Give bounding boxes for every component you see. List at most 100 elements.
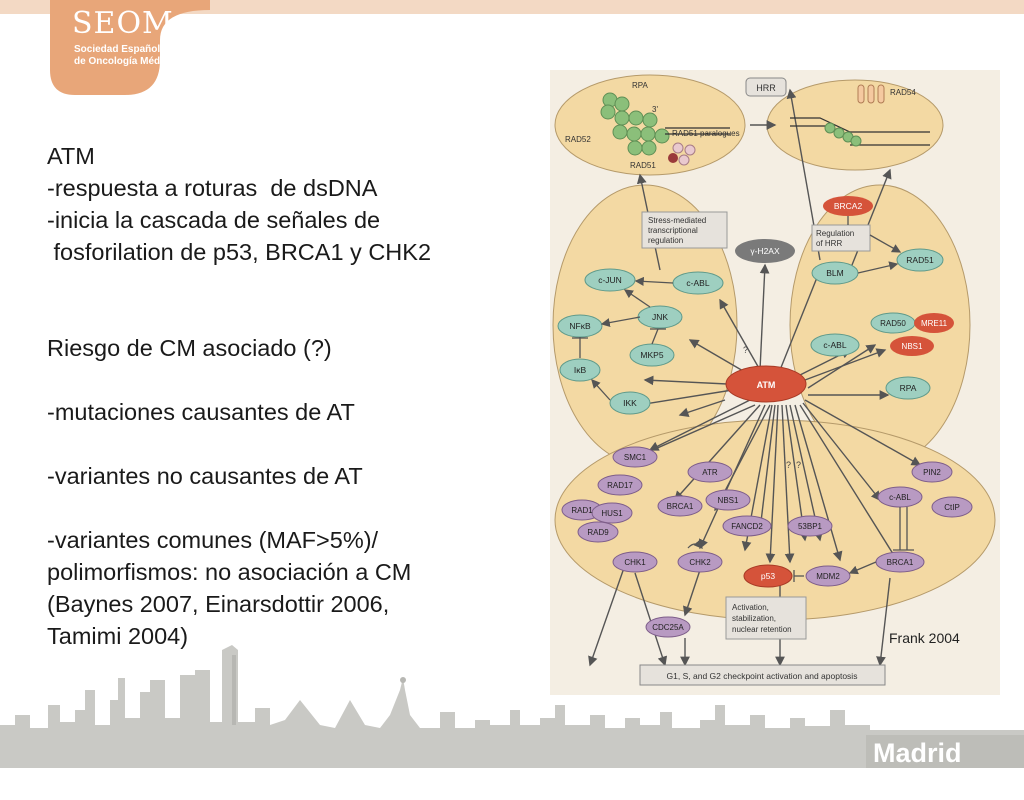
rad9-label: RAD9 xyxy=(587,528,609,537)
text-line: -variantes no causantes de AT xyxy=(47,463,363,489)
logo-subtitle: Sociedad Española de Oncología Médica xyxy=(74,44,175,67)
brca1-left-label: BRCA1 xyxy=(667,502,694,511)
question-mark: ? xyxy=(743,345,748,355)
purple-nodes xyxy=(561,446,973,638)
text-line: ATM xyxy=(47,143,95,169)
cabl-bottom-label: c-ABL xyxy=(889,493,911,502)
rad52-label: RAD52 xyxy=(565,135,591,144)
cdc25a-label: CDC25A xyxy=(652,623,684,632)
rad51-top-label: RAD51 xyxy=(630,161,656,170)
chk2-label: CHK2 xyxy=(689,558,711,567)
regulation-box xyxy=(811,224,871,252)
p53-label: p53 xyxy=(761,571,775,581)
rad50-label: RAD50 xyxy=(880,319,906,328)
cabl-right-label: c-ABL xyxy=(823,340,846,350)
header-band xyxy=(0,0,1024,14)
activation-line: stabilization, xyxy=(732,614,776,623)
rpa-label: RPA xyxy=(632,81,649,90)
jnk-label: JNK xyxy=(652,312,668,322)
teal-nodes xyxy=(557,248,944,415)
smc1-label: SMC1 xyxy=(624,453,647,462)
stress-box-line: regulation xyxy=(648,236,683,245)
hrr-label-box xyxy=(745,77,787,97)
text-line: -inicia la cascada de señales de xyxy=(47,207,381,233)
inhibit-lines xyxy=(572,216,902,401)
city-caption: Madrid 2010 xyxy=(873,738,1024,800)
brca2-node xyxy=(823,196,873,216)
nfkb-label: NFκB xyxy=(569,321,591,331)
brca1-right-label: BRCA1 xyxy=(887,558,914,567)
madrid-skyline xyxy=(0,645,1024,768)
text-line: -mutaciones causantes de AT xyxy=(47,399,355,425)
regulation-line: of HRR xyxy=(816,239,842,248)
nbs1-top-label: NBS1 xyxy=(902,342,923,351)
atm-pathway-diagram: HRR RPA 3' RAD52 RAD51 RAD51 paralogues … xyxy=(550,70,1000,695)
text-line: polimorfismos: no asociación a CM xyxy=(47,559,412,585)
stress-box xyxy=(641,211,728,249)
bottom-links xyxy=(687,507,914,582)
nbs1-top-node xyxy=(890,336,934,356)
rad51-paralogues-label: RAD51 paralogues xyxy=(672,129,740,138)
right-beads xyxy=(824,122,862,147)
text-line: (Baynes 2007, Einarsdottir 2006, xyxy=(47,591,390,617)
fancd2-label: FANCD2 xyxy=(731,522,763,531)
rpa-right-label: RPA xyxy=(900,383,917,393)
text-line: Tamimi 2004) xyxy=(47,623,189,649)
chk1-label: CHK1 xyxy=(624,558,646,567)
atm-arrows xyxy=(588,88,922,667)
atm-node xyxy=(725,365,807,403)
blm-label: BLM xyxy=(826,268,843,278)
text-line: -variantes comunes (MAF>5%)/ xyxy=(47,527,379,553)
logo-tab-shape xyxy=(50,0,210,95)
figure-credit: Frank 2004 xyxy=(889,630,960,646)
dna-strand-left xyxy=(665,127,730,135)
three-prime-label: 3' xyxy=(652,105,658,114)
cjun-label: c-JUN xyxy=(598,275,622,285)
ctip-label: CtIP xyxy=(944,503,960,512)
stress-box-line: Stress-mediated xyxy=(648,216,706,225)
text-line: fosforilation de p53, BRCA1 y CHK2 xyxy=(47,239,432,265)
hrr-label: HRR xyxy=(756,83,776,93)
mkp5-label: MKP5 xyxy=(640,350,663,360)
rad51-label: RAD51 xyxy=(906,255,934,265)
mre11-node xyxy=(914,313,954,333)
activation-box xyxy=(725,596,807,640)
checkpoint-box xyxy=(639,664,886,686)
rad1-label: RAD1 xyxy=(571,506,593,515)
logo-title: SEOM xyxy=(72,6,174,41)
question-mark: ? xyxy=(786,460,791,470)
pin2-label: PIN2 xyxy=(923,468,941,477)
nbs1-label: NBS1 xyxy=(718,496,739,505)
ikk-label: IKK xyxy=(623,398,637,408)
atm-label: ATM xyxy=(757,380,776,390)
rpa-beads xyxy=(600,92,670,156)
mre11-label: MRE11 xyxy=(921,319,948,328)
paralogue-dark-bead xyxy=(668,153,678,163)
checkpoint-label: G1, S, and G2 checkpoint activation and … xyxy=(667,671,858,681)
53bp1-label: 53BP1 xyxy=(798,522,823,531)
rad54-cylinders xyxy=(857,84,885,104)
gh2ax-node xyxy=(735,239,795,263)
regulation-line: Regulation xyxy=(816,229,854,238)
brca2-label: BRCA2 xyxy=(834,201,863,211)
p53-node xyxy=(743,564,793,588)
activation-line: Activation, xyxy=(732,603,769,612)
rad51-paralogue-beads xyxy=(672,142,696,166)
atr-label: ATR xyxy=(702,468,718,477)
gh2ax-label: γ-H2AX xyxy=(750,246,780,256)
body-text: ATM -respuesta a roturas de dsDNA -inici… xyxy=(47,140,497,652)
ikb-label: IκB xyxy=(574,365,587,375)
hus1-label: HUS1 xyxy=(601,509,623,518)
activation-line: nuclear retention xyxy=(732,625,792,634)
rad54-label: RAD54 xyxy=(890,88,916,97)
hrr-right-ellipse xyxy=(766,79,944,171)
rad17-label: RAD17 xyxy=(607,481,633,490)
city-name: Madrid xyxy=(873,738,962,768)
mdm2-label: MDM2 xyxy=(816,572,840,581)
text-line: -respuesta a roturas de dsDNA xyxy=(47,175,378,201)
city-year: 2010 xyxy=(873,769,934,799)
question-mark: ? xyxy=(796,460,801,470)
cabl-left-label: c-ABL xyxy=(686,278,709,288)
text-line: Riesgo de CM asociado (?) xyxy=(47,335,332,361)
stress-box-line: transcriptional xyxy=(648,226,698,235)
